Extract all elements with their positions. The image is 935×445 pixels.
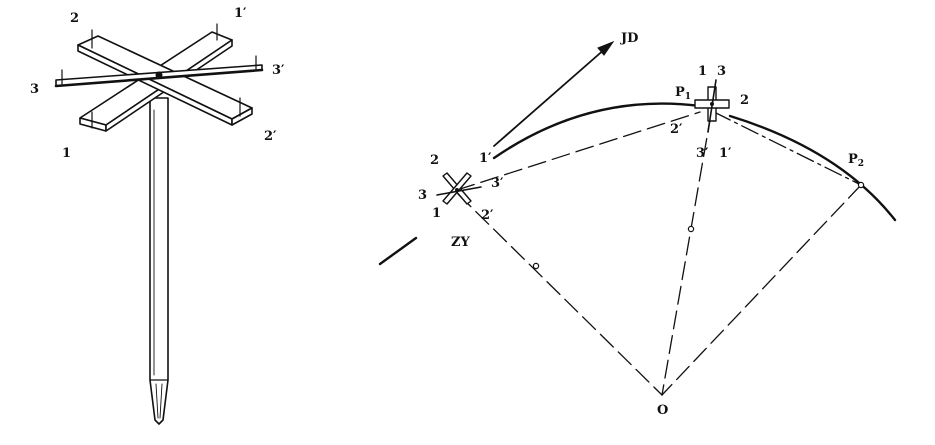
radius-p1-o (661, 113, 712, 396)
label-p2-subscript: 2 (858, 159, 864, 169)
label-zy-arm-2: 2 (430, 153, 439, 168)
tangent-arrow-jd (493, 40, 615, 147)
label-p1-arm-2-prime: 2′ (670, 122, 683, 137)
radius-p2-o (661, 184, 862, 396)
tangent-line-in (378, 236, 418, 266)
label-arm-3-prime: 3′ (272, 63, 285, 78)
label-p1-arm-1-prime: 1′ (719, 146, 732, 161)
sighting-pins (61, 23, 257, 129)
label-p1-arm-1: 1 (698, 64, 707, 79)
label-center-o: O (657, 403, 668, 418)
chord-zy-p1 (456, 111, 701, 191)
label-arm-1-prime: 1′ (234, 6, 247, 21)
label-arm-2-prime: 2′ (264, 129, 277, 144)
label-zy-arm-2-prime: 2′ (481, 208, 494, 223)
label-arm-1: 1 (62, 146, 71, 161)
chord-p1-p2 (713, 111, 862, 186)
midpoint-marker-p1-radius (687, 225, 695, 233)
bar-3-3prime (54, 64, 264, 88)
label-zy: ZY (451, 235, 470, 250)
label-zy-arm-3-prime: 3′ (491, 176, 504, 191)
label-zy-arm-3: 3 (418, 188, 427, 203)
curve-arc-zy-p1 (492, 102, 702, 160)
label-p1-arm-3: 3 (717, 64, 726, 79)
label-p2-main: P (848, 152, 858, 167)
pivot-center (155, 71, 163, 79)
curve-arc-p1-beyond (728, 114, 897, 222)
cross-staff-figure: 2 1′ 3 3′ 1 2′ (30, 6, 285, 425)
label-arm-2: 2 (70, 11, 79, 26)
label-zy-arm-1: 1 (432, 206, 441, 221)
label-p1-main: P (675, 85, 685, 100)
label-arm-3: 3 (30, 82, 39, 97)
point-p2-marker (857, 181, 865, 189)
label-p1-arm-3-prime: 3′ (696, 146, 709, 161)
staff-pole (149, 97, 169, 425)
radius-zy-o (457, 193, 663, 396)
label-p1-arm-2: 2 (740, 93, 749, 108)
midpoint-marker-zy-radius (532, 262, 540, 270)
label-p1-subscript: 1 (685, 92, 691, 102)
cross-staff-at-zy (436, 172, 482, 205)
label-p2: P2 (848, 152, 864, 169)
label-zy-arm-1-prime: 1′ (479, 151, 492, 166)
cross-staff-at-p1 (694, 79, 730, 133)
label-jd: JD (620, 31, 638, 46)
label-p1: P1 (675, 85, 691, 102)
curve-layout-figure: 2 1′ 3 3′ 1 2′ 1 3 2 2′ 3′ 1′ JD ZY P1 P… (378, 31, 897, 418)
